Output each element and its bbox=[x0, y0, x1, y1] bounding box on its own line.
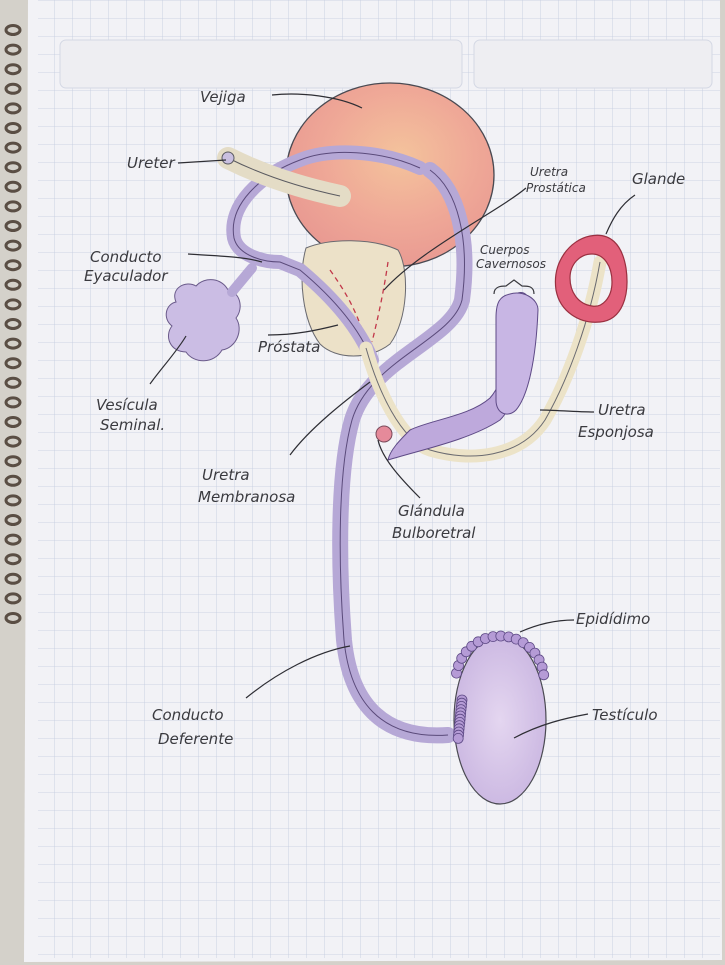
label-glandula-bulboretral-1: Glándula bbox=[398, 502, 465, 520]
label-glandula-bulboretral-2: Bulboretral bbox=[392, 524, 476, 542]
label-uretra-prostatica-1: Uretra bbox=[530, 165, 568, 179]
bulbourethral-gland bbox=[376, 426, 392, 442]
label-uretra-esponjosa-2: Esponjosa bbox=[578, 423, 654, 441]
label-cuerpos-cavernosos-2: Cavernosos bbox=[476, 257, 546, 271]
label-cuerpos-cavernosos-1: Cuerpos bbox=[480, 243, 530, 257]
label-uretra-membranosa-2: Membranosa bbox=[198, 488, 295, 506]
label-uretra-esponjosa-1: Uretra bbox=[598, 401, 646, 419]
label-uretra-membranosa-1: Uretra bbox=[202, 466, 250, 484]
epididymis-coil bbox=[453, 733, 463, 743]
label-conducto-eyaculador-1: Conducto bbox=[90, 248, 162, 266]
label-vesicula-seminal-1: Vesícula bbox=[96, 396, 158, 414]
label-uretra-prostatica-2: Prostática bbox=[526, 181, 586, 195]
label-glande: Glande bbox=[632, 170, 685, 188]
label-conducto-deferente-1: Conducto bbox=[152, 706, 224, 724]
label-conducto-eyaculador-2: Eyaculador bbox=[84, 267, 168, 285]
label-ureter: Ureter bbox=[127, 154, 175, 172]
label-prostata: Próstata bbox=[258, 338, 320, 356]
testis bbox=[454, 636, 546, 804]
epididymis-coil bbox=[539, 670, 549, 680]
label-vesicula-seminal-2: Seminal. bbox=[100, 416, 165, 434]
label-conducto-deferente-2: Deferente bbox=[158, 730, 233, 748]
label-epididimo: Epidídimo bbox=[576, 610, 650, 628]
label-testiculo: Testículo bbox=[592, 706, 658, 724]
label-vejiga: Vejiga bbox=[200, 88, 246, 106]
